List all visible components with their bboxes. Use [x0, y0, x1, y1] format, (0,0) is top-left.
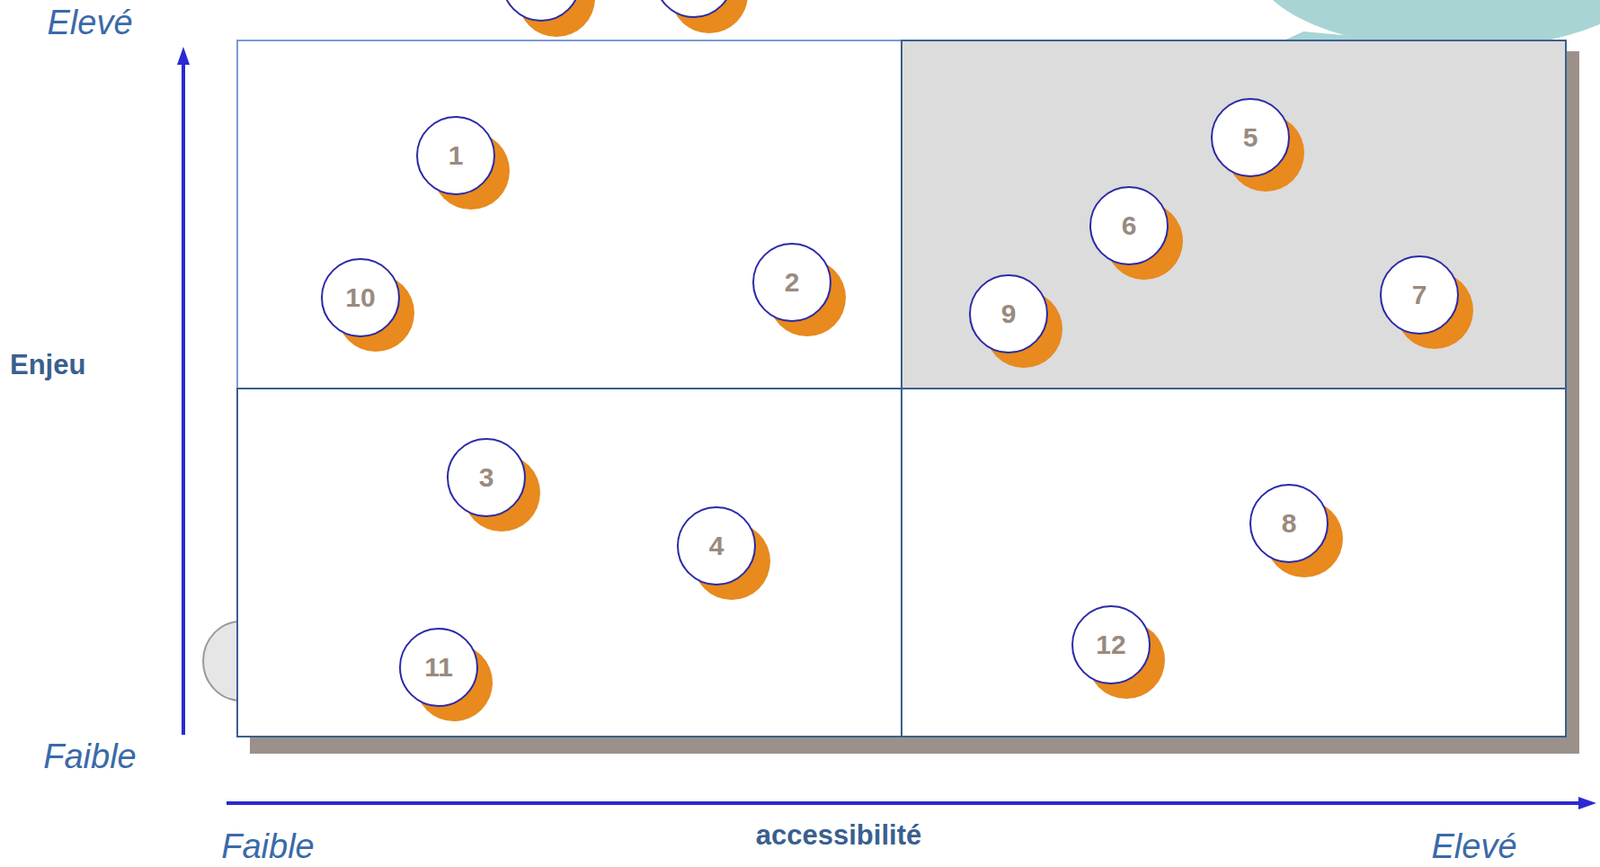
circle-face [1072, 605, 1150, 684]
circle-shape [1248, 482, 1345, 579]
callout-number: 6 [1121, 212, 1138, 240]
callout-number: 2 [784, 268, 800, 296]
circle-face [1380, 256, 1458, 334]
circle-face [321, 258, 400, 337]
circle-shape [1378, 254, 1476, 351]
score-circle: 5 [1209, 97, 1307, 194]
callout-number: 12 [1095, 631, 1126, 658]
score-circle: 8 [1248, 482, 1345, 579]
circle-face [753, 243, 831, 321]
axis-level: Elevé [1431, 828, 1517, 863]
score-circle: 6 [1088, 185, 1185, 282]
score-circle: 10 [320, 257, 417, 354]
circle-face [400, 628, 478, 706]
callout-number: 1 [448, 142, 464, 169]
score-circle: 1 [415, 115, 512, 212]
score-circle: 3 [445, 436, 543, 534]
axis-title: Enjeu [9, 350, 86, 379]
circle-shape [1088, 185, 1185, 282]
circle-shape [445, 436, 543, 534]
circle-shape [675, 505, 773, 602]
circle-shape [1209, 97, 1307, 194]
quadrant [237, 388, 902, 737]
callout-number: 7 [1412, 281, 1428, 309]
quadrant [901, 40, 1566, 389]
score-circle: 7 [1378, 254, 1476, 351]
axis-level: Faible [221, 828, 315, 863]
quadrant [237, 40, 902, 389]
axis-title: accessibilité [755, 820, 922, 849]
arrow-head [1578, 796, 1597, 809]
circle-face [1090, 186, 1168, 265]
arrow-head [177, 46, 190, 65]
axis-level: Faible [43, 738, 137, 774]
circle-shape [968, 273, 1065, 370]
circle-shape [751, 241, 848, 338]
score-circle: 2 [751, 241, 848, 338]
circle-face [417, 116, 495, 195]
callout-number: 4 [709, 532, 725, 560]
callout-number: 8 [1281, 509, 1298, 537]
axis-level: Elevé [46, 5, 133, 40]
score-circle: 11 [398, 626, 495, 723]
circle-shape [415, 115, 512, 212]
circle-face [1211, 98, 1289, 177]
callout-number: 10 [345, 284, 375, 312]
callout-number: 3 [479, 463, 495, 491]
circle-partial [502, 0, 580, 21]
score-circle: 4 [675, 505, 773, 602]
circle-face [1250, 484, 1328, 562]
score-circle: 9 [968, 273, 1065, 370]
x-axis [226, 800, 1581, 805]
circle-face [677, 506, 756, 585]
circle-face [969, 275, 1048, 353]
callout-number: 9 [1001, 300, 1017, 328]
callout-number: 11 [424, 653, 454, 681]
y-axis [181, 59, 186, 735]
callout-number: 5 [1243, 124, 1259, 152]
quadrant [901, 388, 1566, 737]
circle-face [447, 438, 525, 516]
circle-partial [655, 0, 733, 18]
score-circle: 12 [1070, 604, 1167, 701]
